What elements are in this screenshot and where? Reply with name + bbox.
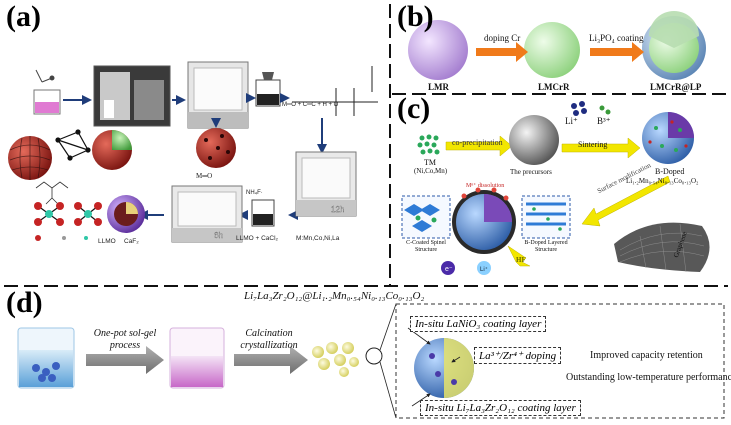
panel-a: M═O + C═C + H + O [8,61,378,245]
sphere-lmcrr-lp [642,11,706,80]
llmo-caf2-sphere-icon [107,195,145,233]
red-sphere-with-pits-icon [196,128,236,168]
llmo-label: LLMO [98,238,116,245]
citric-acid-structure-icon [35,181,69,205]
polyester-chain-icon [292,66,378,116]
tm-cluster-icon [417,134,440,155]
sphere-label-lmcrr-lp: LMCrR@LP [650,82,702,92]
zoom-circle-icon [365,347,383,365]
step2-label: Calcination crystallization [240,328,298,351]
b-doped-sphere [642,112,694,164]
time-12h-label: 12h [331,205,344,214]
layered-structure-box [521,195,571,239]
surface-mod-arrow [581,175,671,227]
doping-box: La³⁺/Zr⁴⁺ doping [474,347,562,364]
graphene-sheet-icon [614,222,710,273]
beaker-pink-icon [33,89,61,115]
b-arrow1-label: doping Cr [484,33,521,43]
sphere-label-lmr: LMR [428,82,449,92]
red-sphere-grid-icon [8,136,52,180]
panel-b [408,11,706,80]
tm-sub-label: (Ni,Co,Mn) [414,167,448,175]
llmo-cacl2-label: LLMO + CaCl₂ [236,235,279,242]
beaker-nh4f-icon [251,199,275,227]
zoom-lines [379,303,397,419]
crystal-structure-icons [34,202,102,241]
result-1-label: Improved capacity retention [590,350,703,361]
electron-icon: e⁻ [441,261,455,275]
ammonium-molecule-icon [35,69,55,83]
b3-label: B³⁺ [597,116,611,126]
panel-c: e⁻ Li⁺ [401,101,710,275]
electron-label: e⁻ [445,266,453,273]
li-ion-icon: Li⁺ [477,261,491,275]
photo-furnace-12h: 12h [295,151,357,217]
sphere-label-lmcrr: LMCrR [538,82,570,92]
tetrahedron-icon [55,129,91,161]
spinel-label: C-Coated Spinel Structure [406,240,446,253]
yellow-green-particles-icon [312,342,359,377]
d-formula-label: Li₇La₃Zr₂O₁₂@Li₁.₂Mn₀.₅₄Ni₀.₁₃Co₀.₁₃O₂ [244,290,425,302]
coating-layer-1-box: In-situ LaNiO₃ coating layer [410,316,547,332]
b-arrow2-label: Li₃PO₄ coating [589,33,644,43]
sintering-label: Sintering [578,140,608,149]
beaker-blue-icon [17,327,75,389]
coprecip-arrow [445,135,513,157]
bdoped-formula-label: Li₁.₂Mn₀.₅₄Ni₀.₁₃Co₀.₁₃O₂ [626,177,699,185]
photo-apparatus-1 [93,65,171,127]
li-b-ions-icon [571,101,611,116]
panel-d [17,303,725,419]
hf-label: HF [516,256,526,264]
precursor-sphere [509,115,559,165]
bdoped-label: B-Doped [655,167,685,176]
grey-arrow-1 [86,346,164,374]
photo-apparatus-2 [187,61,249,129]
photo-furnace-6h: 6h [171,185,243,243]
a-arrows [63,93,327,220]
time-6h-label: 6h [214,231,223,240]
caf2-label: CaF₂ [124,238,139,245]
chain-formula-label: M═O + C═C + H + O [282,102,339,108]
core-particle-icon [452,187,516,254]
panel-dividers [4,4,728,287]
mn-dissolution-label: Mⁿ⁺ dissolution [466,183,505,189]
m-o-label: M═O [196,172,212,180]
m-types-label: M:Mn,Co,Ni,La [296,235,340,242]
sintering-arrow [561,137,641,159]
panel-a-letter: (a) [6,0,41,33]
layered-label: B-Doped Layered Structure [524,240,568,253]
panel-d-letter: (d) [6,286,43,319]
li-ion-label: Li⁺ [480,266,488,273]
beaker-pink-icon [169,327,225,389]
b-arrows [476,42,644,62]
result-2-label: Outstanding low-temperature performance [566,372,731,383]
coating-layer-2-box: In-situ Li₇La₃Zr₂O₁₂ coating layer [420,400,581,416]
coprecip-label: co-precipitation [452,138,503,147]
tm-label: TM [424,158,436,167]
step1-label: One-pot sol-gel process [93,328,157,351]
panel-c-letter: (c) [397,92,431,125]
sphere-lmcrr [524,22,580,78]
red-green-core-sphere-icon [92,130,132,170]
sphere-lmr [408,20,468,80]
beaker-dark-icon [255,72,281,107]
spinel-structure-box [401,195,451,239]
li-label: Li⁺ [565,116,578,126]
panel-b-letter: (b) [397,0,434,33]
nh4f-label: NH₄F· [246,190,263,196]
hf-arrow-icon [507,245,531,267]
coated-particle-icon [414,338,474,398]
precursors-label: The precursors [510,168,552,176]
grey-arrow-2 [234,346,308,374]
